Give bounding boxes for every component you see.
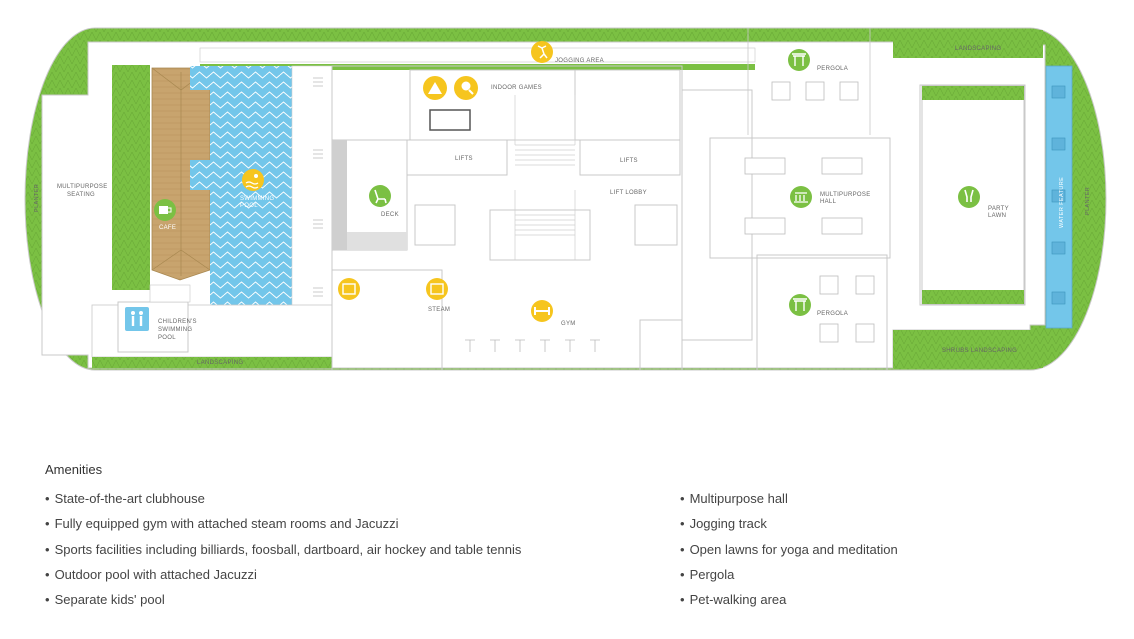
floor-plan: JOGGING AREA LANDSCAPING LANDSCAPING SHR…	[24, 27, 1107, 371]
shrubs-strip	[893, 330, 1043, 368]
label-indoor-games: INDOOR GAMES	[491, 85, 542, 91]
label-shrubs-landscaping: SHRUBS LANDSCAPING	[942, 348, 1017, 354]
list-item: Separate kids' pool	[45, 591, 521, 616]
label-lift-lobby: LIFT LOBBY	[610, 190, 647, 196]
jogger-icon	[531, 41, 553, 63]
pergola-icon	[789, 294, 811, 316]
swimming-pool	[210, 66, 292, 332]
label-childrens-pool-1: CHILDREN'S	[158, 319, 197, 325]
landscaping-strip-bottom	[92, 357, 332, 368]
label-planter-left: PLANTER	[34, 184, 40, 212]
list-item: Pet-walking area	[680, 591, 898, 616]
label-swimming-pool-2: POOL	[240, 203, 258, 209]
label-gym: GYM	[561, 321, 576, 327]
label-landscaping-top: LANDSCAPING	[955, 46, 1001, 52]
label-lifts-left: LIFTS	[455, 156, 473, 162]
label-deck: DECK	[381, 212, 399, 218]
label-jogging-area: JOGGING AREA	[555, 58, 604, 64]
table-tennis-icon	[454, 76, 478, 100]
landscaping-strip-top	[893, 30, 1043, 58]
amenities-section: Amenities State-of-the-art clubhouse Ful…	[45, 462, 1105, 632]
jogging-grass	[200, 64, 755, 70]
label-swimming-pool-1: SWIMMING	[240, 196, 274, 202]
dumbbell-icon	[531, 300, 553, 322]
hall-icon	[790, 186, 812, 208]
label-pergola-top: PERGOLA	[817, 66, 848, 72]
list-item: Pergola	[680, 566, 898, 591]
champagne-icon	[958, 186, 980, 208]
deck-chair-icon	[369, 185, 391, 207]
swimming-icon	[242, 169, 264, 191]
list-item: Open lawns for yoga and meditation	[680, 541, 898, 566]
steam-icon	[338, 278, 360, 300]
label-multipurpose-hall-1: MULTIPURPOSE	[820, 192, 871, 198]
label-water-feature: WATER FEATURE	[1059, 177, 1065, 228]
list-item: Jogging track	[680, 515, 898, 540]
label-childrens-pool-3: POOL	[158, 335, 176, 341]
label-steam: STEAM	[428, 307, 450, 313]
label-lifts-right: LIFTS	[620, 158, 638, 164]
label-planter-right: PLANTER	[1085, 187, 1091, 215]
cafe-icon	[154, 199, 176, 221]
list-item: Outdoor pool with attached Jacuzzi	[45, 566, 521, 591]
label-multipurpose-seating-2: SEATING	[67, 192, 95, 198]
children-icon	[125, 307, 149, 331]
jacuzzi-icon	[426, 278, 448, 300]
label-party-lawn-2: LAWN	[988, 213, 1006, 219]
left-planter-area	[112, 65, 150, 290]
label-landscaping-bottom: LANDSCAPING	[197, 360, 243, 366]
label-childrens-pool-2: SWIMMING	[158, 327, 192, 333]
label-multipurpose-seating-1: MULTIPURPOSE	[57, 184, 108, 190]
list-item: Fully equipped gym with attached steam r…	[45, 515, 521, 540]
label-multipurpose-hall-2: HALL	[820, 199, 837, 205]
list-item: Multipurpose hall	[680, 490, 898, 515]
list-item: State-of-the-art clubhouse	[45, 490, 521, 515]
list-item: Sports facilities including billiards, f…	[45, 541, 522, 566]
amenities-list-left: State-of-the-art clubhouse Fully equippe…	[45, 490, 522, 616]
amenities-list-right: Multipurpose hall Jogging track Open law…	[680, 490, 898, 616]
pergola-icon	[788, 49, 810, 71]
label-cafe: CAFE	[159, 225, 176, 231]
label-pergola-bottom: PERGOLA	[817, 311, 848, 317]
billiards-icon	[423, 76, 447, 100]
amenities-title: Amenities	[45, 462, 103, 477]
label-party-lawn-1: PARTY	[988, 206, 1009, 212]
